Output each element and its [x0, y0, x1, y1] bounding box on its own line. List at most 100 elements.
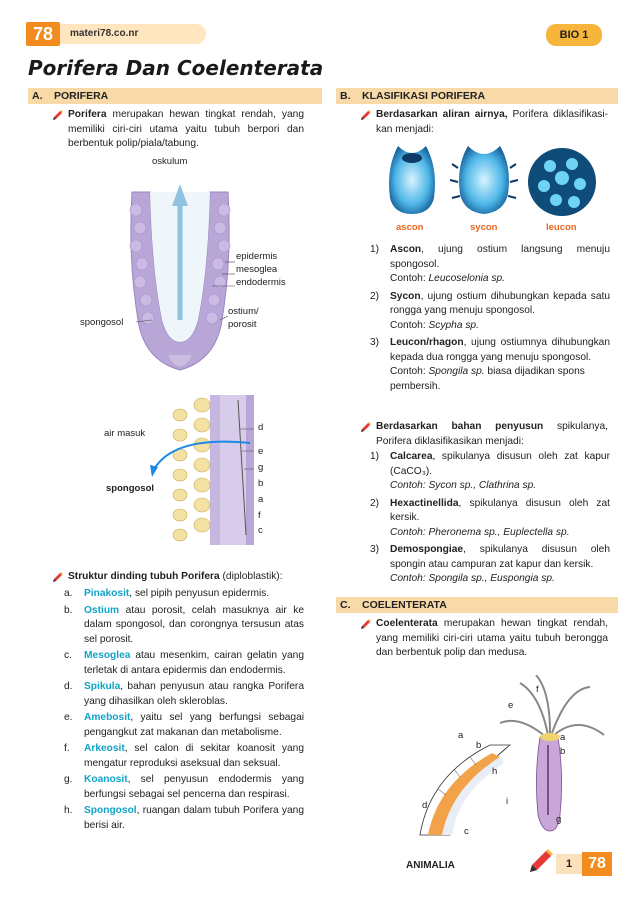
example-label: Contoh:	[390, 366, 429, 377]
struktur-heading: Struktur dinding tubuh Porifera (diplobl…	[68, 570, 304, 585]
sycon-icon	[449, 146, 519, 214]
item-letter: a.	[64, 588, 73, 599]
item-number: 1)	[370, 451, 380, 462]
item-number: 1)	[370, 244, 380, 255]
bahan-item: 2) Hexactinellida, spikulanya disusun ole…	[370, 497, 610, 526]
example-note: biasa dijadikan spons pembersih.	[390, 366, 585, 392]
item-desc: , spikulanya disusun oleh zat kersik.	[390, 497, 610, 524]
item-example: Contoh: Spongila sp. biasa dijadikan spo…	[370, 365, 610, 394]
aliran-text: Porifera diklasifikasi-kan menjadi:	[376, 109, 608, 135]
item-term: Amebosit	[84, 712, 131, 723]
intro-text: merupakan hewan tingkat rendah, yang mem…	[68, 109, 304, 149]
sponge-types-figure	[389, 146, 596, 216]
label-mesoglea: mesoglea	[236, 264, 278, 275]
item-letter: d.	[64, 681, 73, 692]
item-desc: , ujung ostium dihubungkan kepada satu r…	[390, 290, 610, 317]
struktur-item: d. Spikula, bahan penyusun atau rangka Po…	[64, 680, 304, 709]
item-term: Spongosol	[84, 805, 137, 816]
intro-term: Porifera	[68, 109, 107, 120]
label-a: a	[258, 494, 264, 505]
pencil-icon	[530, 849, 553, 872]
item-desc: atau mesenkim, cairan gelatin yang terle…	[84, 650, 304, 676]
item-number: 2)	[370, 497, 380, 509]
porifera-wall-figure	[150, 395, 254, 545]
item-term: Demospongiae	[390, 544, 464, 555]
section-title: PORIFERA	[54, 90, 109, 102]
item-number: 3)	[370, 544, 380, 555]
item-term: Spikula	[84, 681, 121, 692]
struktur-item: g. Koanosit, sel penyusun endodermis yang…	[64, 773, 304, 802]
hydra-label-c: c	[464, 826, 469, 837]
hydra-label-g: g	[556, 814, 562, 825]
item-desc: , sel penyusun endodermis yang berfungsi…	[84, 774, 304, 800]
item-letter: f.	[64, 743, 70, 754]
item-letter: g.	[64, 774, 73, 785]
item-term: Koanosit	[84, 774, 128, 785]
aliran-item: 3)Leucon/rhagon, ujung ostiumnya dihubun…	[370, 336, 610, 365]
aliran-item: 1) Ascon, ujung ostium langsung menuju sp…	[370, 243, 610, 272]
item-desc: , ujung ostium langsung menuju spongosol…	[390, 244, 610, 270]
subject-badge: BIO 1	[546, 24, 602, 46]
item-term: Ascon	[390, 244, 422, 255]
item-desc: , yaitu sel yang berfungsi sebagai penga…	[84, 712, 304, 738]
site-name[interactable]: materi78.co.nr	[60, 24, 206, 44]
hydra-label-i: i	[506, 796, 509, 807]
pencil-bullet-icon	[360, 618, 372, 630]
item-term: Mesoglea	[84, 650, 131, 661]
item-term: Hexactinellida	[390, 497, 459, 509]
item-term: Sycon	[390, 290, 421, 302]
hydra-label-e: e	[508, 700, 514, 711]
item-example: Contoh: Spongila sp., Euspongia sp.	[390, 573, 555, 584]
item-example: Contoh: Sycon sp., Clathrina sp.	[390, 480, 537, 491]
item-term: Calcarea	[390, 451, 433, 462]
coelenterata-intro: Coelenterata merupakan hewan tingkat ren…	[376, 617, 608, 661]
section-b-heading: B.KLASIFIKASI PORIFERA	[336, 88, 618, 104]
aliran-item: 2)Sycon, ujung ostium dihubungkan kepada…	[370, 290, 610, 319]
label-e: e	[258, 446, 264, 457]
coelenterata-term: Coelenterata	[376, 618, 438, 629]
label-d: d	[258, 422, 264, 433]
pencil-bullet-icon	[360, 109, 372, 121]
page-header: 78 materi78.co.nr BIO 1	[0, 0, 638, 50]
label-c: c	[258, 525, 263, 536]
label-g: g	[258, 462, 264, 473]
footer-logo: 78	[582, 852, 612, 876]
label-spongosol-2: spongosol	[106, 483, 155, 494]
item-desc: , spikulanya disusun oleh spongin atau c…	[390, 544, 610, 570]
example-species: Scypha sp.	[428, 319, 479, 331]
struktur-item: b.Ostium atau porosit, celah masuknya ai…	[64, 604, 304, 648]
bahan-item: 1)Calcarea, spikulanya disusun oleh zat …	[370, 450, 610, 479]
item-term: Leucon/rhagon	[390, 337, 464, 348]
caption-ascon: ascon	[396, 222, 424, 233]
section-letter: A.	[32, 90, 43, 102]
pencil-bullet-icon	[52, 571, 64, 583]
coelenterata-text: merupakan hewan tingkat rendah, yang mem…	[376, 618, 608, 658]
pencil-bullet-icon	[360, 421, 372, 433]
ascon-icon	[389, 146, 435, 214]
struktur-list: a.Pinakosit, sel pipih penyusun epidermi…	[64, 587, 304, 835]
caption-sycon: sycon	[470, 222, 498, 233]
item-desc: atau porosit, celah masuknya air ke dala…	[84, 604, 304, 645]
item-desc: , sel calon di sekitar koanosit yang men…	[84, 743, 304, 769]
aliran-list: 1) Ascon, ujung ostium langsung menuju sp…	[370, 243, 610, 397]
hydra-label-a2: a	[560, 732, 566, 743]
item-desc: , bahan penyusun atau rangka Porifera ya…	[84, 681, 304, 707]
bahan-intro: Berdasarkan bahan penyusun spikulanya, P…	[376, 420, 608, 449]
label-f: f	[258, 510, 261, 521]
leucon-icon	[528, 148, 596, 216]
brand-logo[interactable]: 78	[26, 22, 60, 46]
item-example: Contoh: Pheronema sp., Euplectella sp.	[390, 526, 570, 538]
hydra-label-b2: b	[560, 746, 566, 757]
item-letter: e.	[64, 712, 73, 723]
label-spongosol: spongosol	[80, 317, 124, 328]
item-desc: , ujung ostiumnya dihubungkan kepada dua…	[390, 337, 610, 363]
pencil-bullet-icon	[52, 109, 64, 121]
porifera-body-figure	[129, 184, 235, 371]
hydra-label-a: a	[458, 730, 464, 741]
aliran-intro: Berdasarkan aliran airnya, Porifera dikl…	[376, 108, 608, 137]
page-title: Porifera Dan Coelenterata	[28, 56, 324, 80]
hydra-label-f: f	[536, 684, 539, 695]
item-desc: , ruangan dalam tubuh Porifera yang beri…	[84, 805, 304, 831]
section-title: COELENTERATA	[362, 599, 447, 611]
caption-leucon: leucon	[546, 222, 577, 233]
